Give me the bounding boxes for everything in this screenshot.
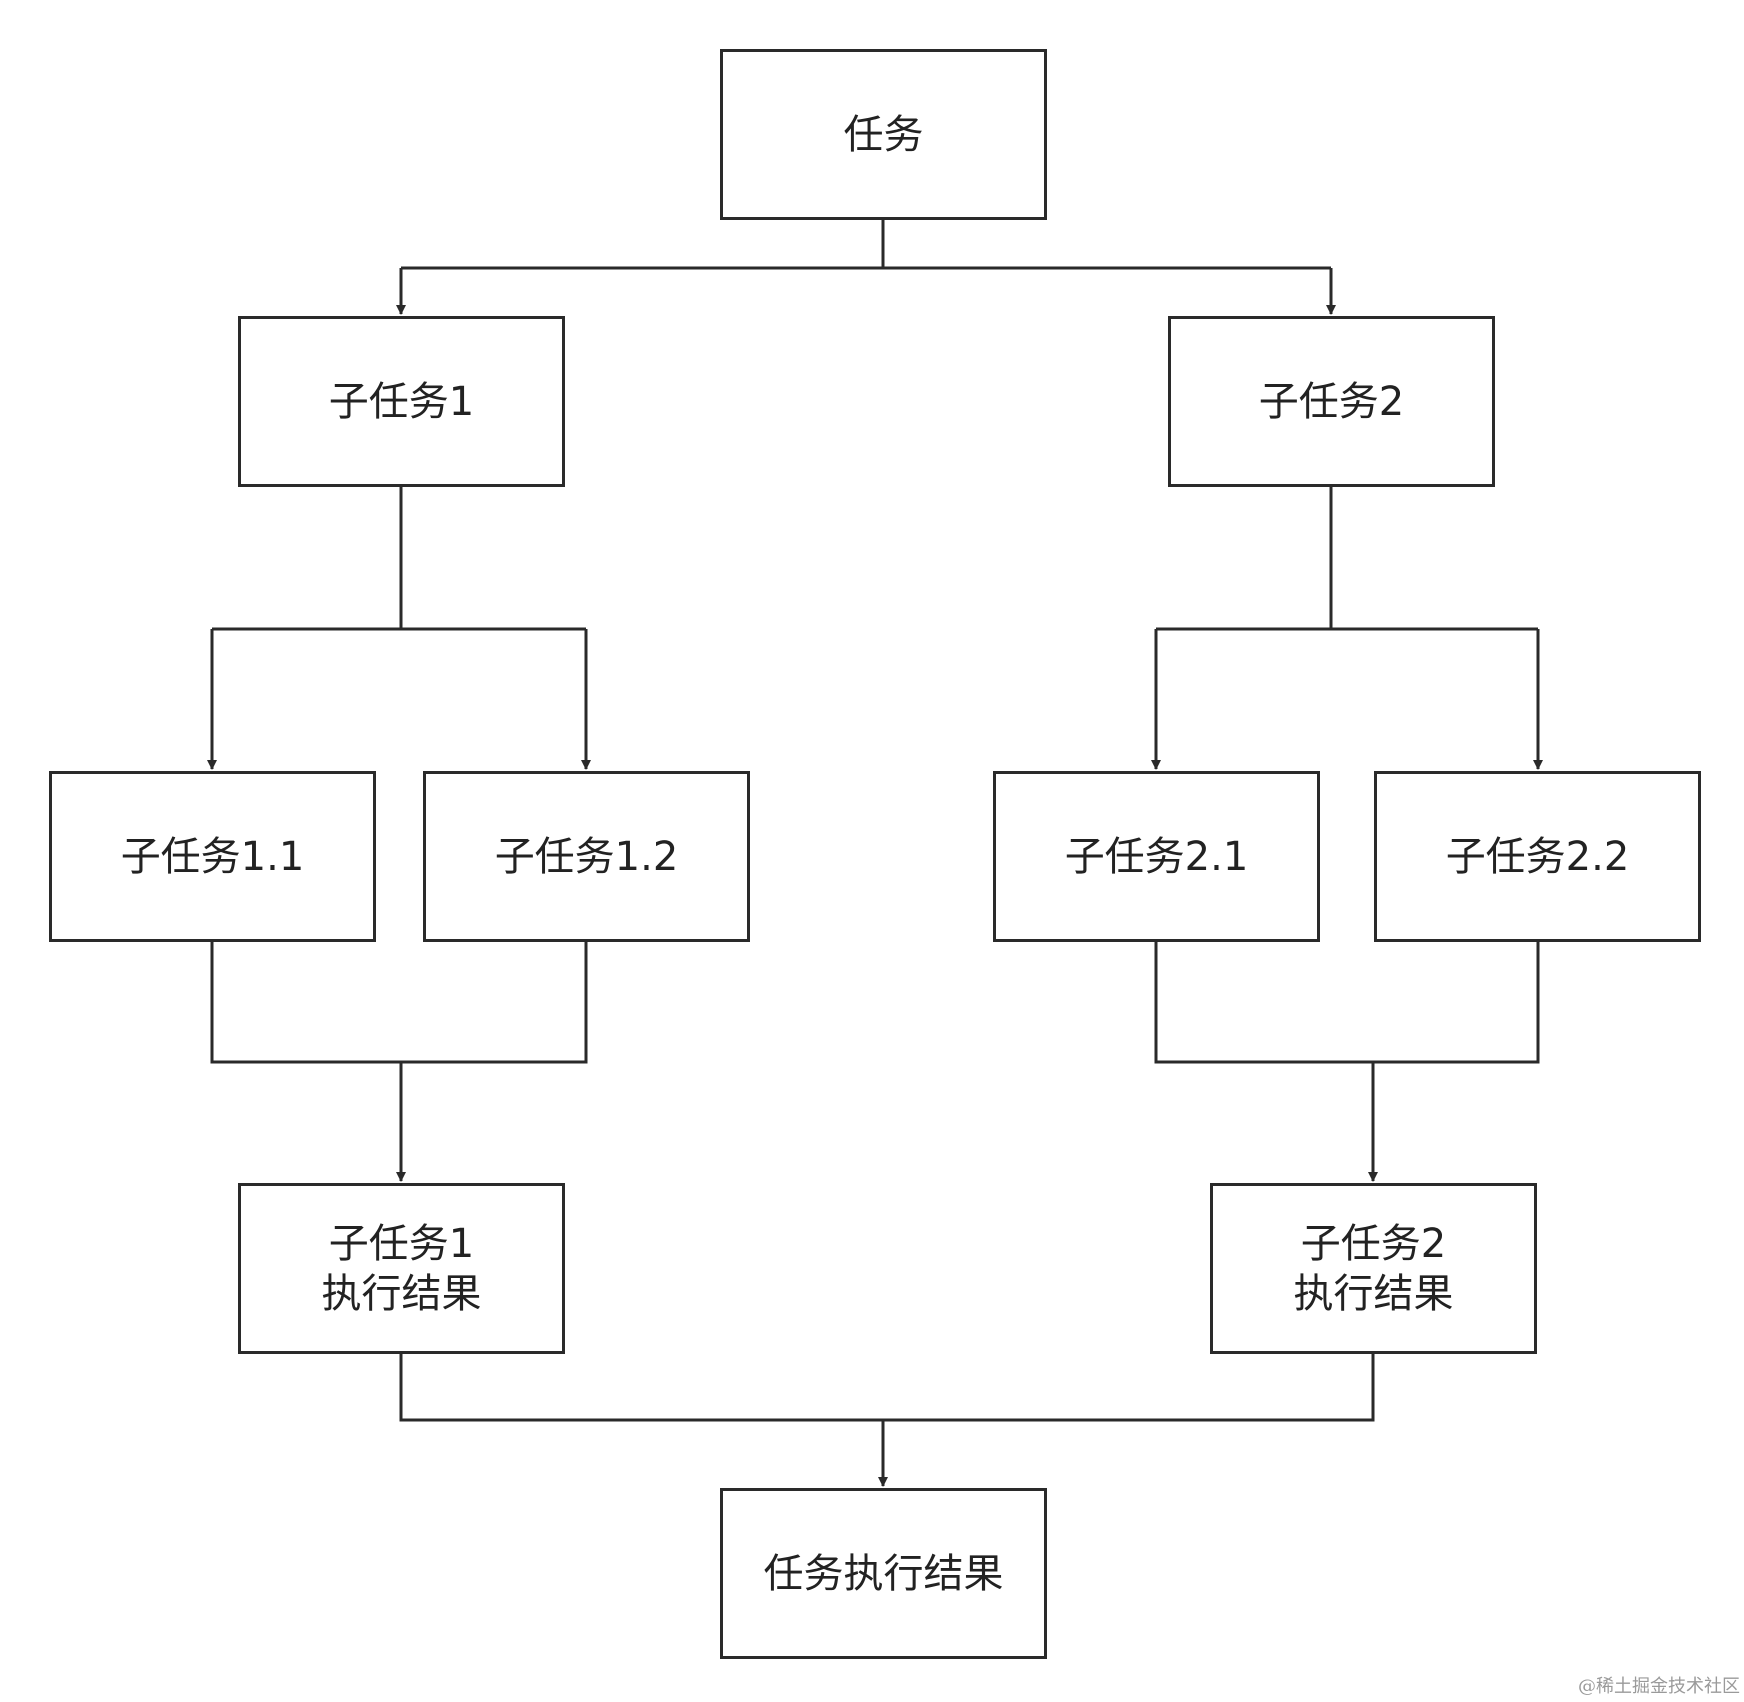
node-subtask-2-label: 子任务2 bbox=[1258, 378, 1405, 425]
node-subtask-1-1-label: 子任务1.1 bbox=[120, 833, 305, 880]
node-subtask-2-1-label: 子任务2.1 bbox=[1064, 833, 1249, 880]
node-subtask-2-2-label: 子任务2.2 bbox=[1445, 833, 1630, 880]
connector-merge-results bbox=[399, 1354, 1375, 1422]
node-subtask-1-2-label: 子任务1.2 bbox=[494, 833, 679, 880]
node-task-label: 任务 bbox=[843, 111, 924, 158]
node-task-result: 任务执行结果 bbox=[720, 1488, 1047, 1659]
connector-merge-2 bbox=[1154, 942, 1540, 1064]
node-subtask-2-result: 子任务2 执行结果 bbox=[1210, 1183, 1537, 1354]
connector-merge-1 bbox=[210, 942, 588, 1064]
node-subtask-2-result-line-2: 执行结果 bbox=[1293, 1270, 1454, 1317]
node-task-result-label: 任务执行结果 bbox=[763, 1550, 1004, 1597]
node-subtask-1-1: 子任务1.1 bbox=[49, 771, 376, 942]
node-subtask-1: 子任务1 bbox=[238, 316, 565, 487]
node-subtask-1-result-line-1: 子任务1 bbox=[328, 1220, 475, 1267]
node-subtask-2: 子任务2 bbox=[1168, 316, 1495, 487]
node-subtask-2-result-line-1: 子任务2 bbox=[1300, 1220, 1447, 1267]
watermark: @稀土掘金技术社区 bbox=[1578, 1676, 1740, 1697]
node-subtask-1-2: 子任务1.2 bbox=[423, 771, 750, 942]
node-task: 任务 bbox=[720, 49, 1047, 220]
node-subtask-1-result: 子任务1 执行结果 bbox=[238, 1183, 565, 1354]
node-subtask-1-result-line-2: 执行结果 bbox=[321, 1270, 482, 1317]
node-subtask-2-2: 子任务2.2 bbox=[1374, 771, 1701, 942]
node-subtask-2-1: 子任务2.1 bbox=[993, 771, 1320, 942]
node-subtask-1-label: 子任务1 bbox=[328, 378, 475, 425]
